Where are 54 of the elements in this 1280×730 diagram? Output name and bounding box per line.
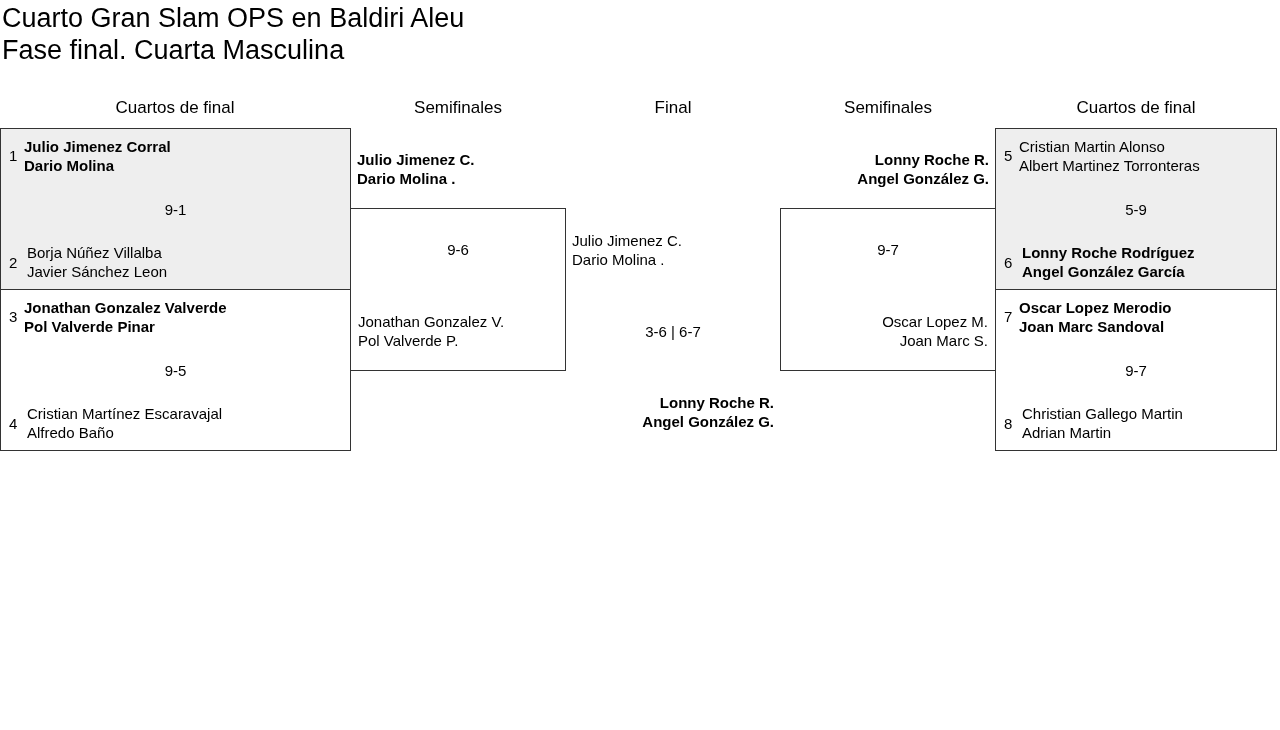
- match-score: 9-6: [447, 240, 469, 259]
- match-score: 9-7: [877, 240, 899, 259]
- player-name: Oscar Lopez M.: [882, 312, 988, 331]
- column-heading: Semifinales: [414, 97, 502, 118]
- match-score: 5-9: [1125, 200, 1147, 219]
- seed-number: 1: [9, 146, 18, 165]
- seed-number: 7: [1004, 307, 1013, 326]
- player-name: Julio Jimenez C.: [572, 231, 683, 250]
- player-name: Joan Marc S.: [899, 331, 988, 350]
- player-name: Albert Martinez Torronteras: [1019, 156, 1200, 175]
- player-name: Alfredo Baño: [27, 423, 114, 442]
- column-heading: Cuartos de final: [115, 97, 235, 118]
- player-name: Julio Jimenez C.: [357, 150, 475, 169]
- column-heading: Semifinales: [844, 97, 932, 118]
- player-name: Angel González G.: [642, 412, 774, 431]
- column-heading: Cuartos de final: [1076, 97, 1196, 118]
- player-name: Christian Gallego Martin: [1022, 404, 1183, 423]
- player-name: Cristian Martin Alonso: [1019, 137, 1165, 156]
- player-name: Angel González G.: [857, 169, 989, 188]
- match-score: 9-5: [164, 361, 187, 380]
- page-title: Cuarto Gran Slam OPS en Baldiri Aleu Fase final. Cuarta Masculina: [2, 2, 466, 66]
- player-name: Cristian Martínez Escaravajal: [27, 404, 223, 423]
- player-name: Julio Jimenez Corral: [24, 137, 171, 156]
- seed-number: 6: [1004, 253, 1013, 272]
- player-name: Angel González García: [1022, 262, 1185, 281]
- seed-number: 2: [9, 253, 18, 272]
- match-score: 9-7: [1125, 361, 1147, 380]
- player-name: Dario Molina: [24, 156, 114, 175]
- player-name: Lonny Roche R.: [874, 150, 989, 169]
- player-name: Pol Valverde P.: [358, 331, 459, 350]
- player-name: Jonathan Gonzalez Valverde: [24, 298, 227, 317]
- seed-number: 4: [9, 414, 18, 433]
- match-box: [0, 289, 351, 451]
- match-score: 9-1: [164, 200, 187, 219]
- player-name: Jonathan Gonzalez V.: [358, 312, 505, 331]
- player-name: Borja Núñez Villalba: [27, 243, 162, 262]
- seed-number: 8: [1004, 414, 1013, 433]
- match-score: 3-6 | 6-7: [645, 322, 701, 341]
- match-box: [995, 289, 1277, 451]
- seed-number: 5: [1004, 146, 1013, 165]
- player-name: Adrian Martin: [1022, 423, 1112, 442]
- player-name: Joan Marc Sandoval: [1019, 317, 1165, 336]
- player-name: Pol Valverde Pinar: [24, 317, 155, 336]
- match-box: [350, 208, 566, 371]
- match-box: [0, 128, 351, 290]
- player-name: Dario Molina .: [357, 169, 456, 188]
- player-name: Javier Sánchez Leon: [27, 262, 168, 281]
- seed-number: 3: [9, 307, 18, 326]
- player-name: Oscar Lopez Merodio: [1019, 298, 1172, 317]
- match-box: [995, 128, 1277, 290]
- player-name: Lonny Roche R.: [659, 393, 774, 412]
- player-name: Dario Molina .: [572, 250, 665, 269]
- player-name: Lonny Roche Rodríguez: [1022, 243, 1195, 262]
- column-heading: Final: [654, 97, 692, 118]
